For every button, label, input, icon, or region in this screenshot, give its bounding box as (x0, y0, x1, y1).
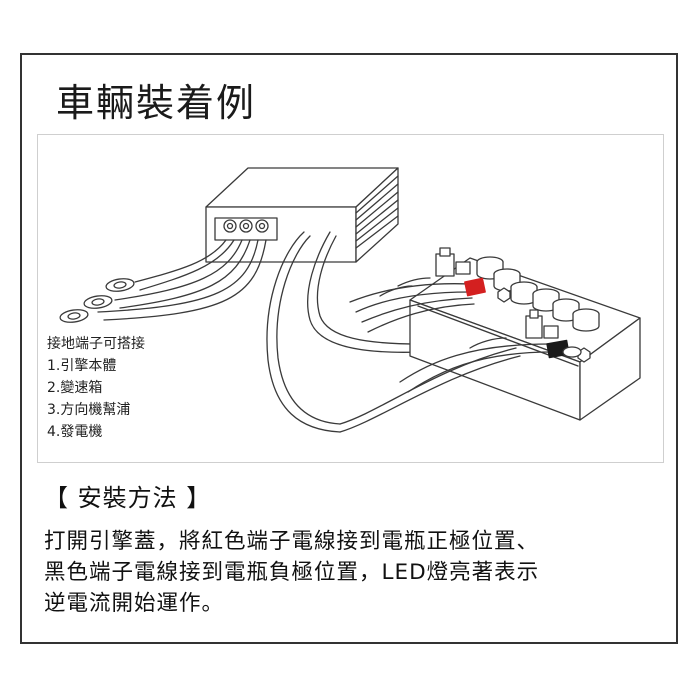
page-title: 車輛裝着例 (56, 81, 257, 125)
main-cables (266, 231, 421, 433)
ground-connector (214, 217, 278, 241)
ground-terminal-list: 接地端子可搭接 1.引擎本體 2.變速箱 3.方向機幫浦 4.發電機 (47, 333, 145, 443)
positive-terminal (349, 247, 486, 333)
ground-list-item: 2.變速箱 (47, 380, 103, 396)
outer-frame (20, 53, 678, 644)
method-line: 逆電流開始運作。 (44, 591, 225, 616)
installation-method-text: 打開引擎蓋，將紅色端子電線接到電瓶正極位置、 黑色端子電線接到電瓶負極位置，LE… (44, 526, 664, 619)
method-line: 黑色端子電線接到電瓶負極位置，LED燈亮著表示 (44, 560, 540, 585)
negative-terminal (339, 309, 582, 433)
ground-list-item: 1.引擎本體 (47, 358, 117, 374)
device-module (205, 167, 399, 263)
battery (409, 256, 641, 421)
ground-list-item: 4.發電機 (47, 424, 103, 440)
ground-list-heading: 接地端子可搭接 (47, 336, 145, 352)
red-terminal (464, 277, 486, 297)
method-line: 打開引擎蓋，將紅色端子電線接到電瓶正極位置、 (44, 529, 540, 554)
ground-wires (59, 239, 267, 323)
installation-method-heading: 【 安裝方法 】 (44, 484, 212, 512)
ground-list-item: 3.方向機幫浦 (47, 402, 131, 418)
